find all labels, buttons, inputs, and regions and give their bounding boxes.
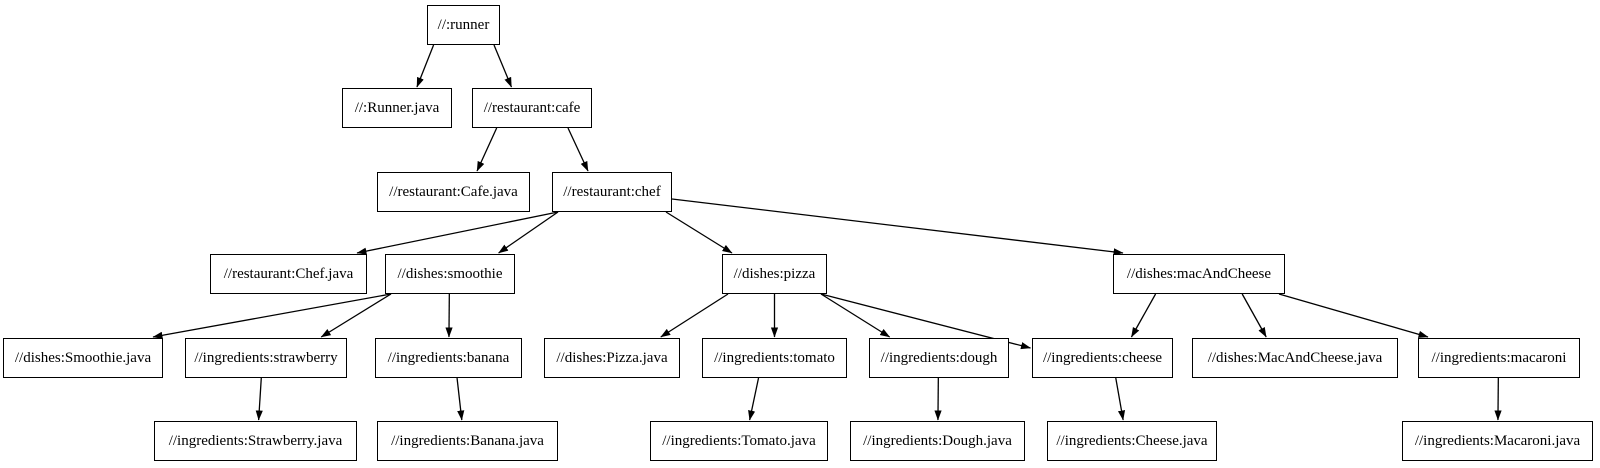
- graph-node-chef: //restaurant:chef: [552, 172, 672, 212]
- graph-node-cheese: //ingredients:cheese: [1032, 338, 1173, 378]
- edge-pizza-to-pizza-java: [660, 293, 729, 338]
- graph-node-smoothie: //dishes:smoothie: [385, 254, 515, 294]
- edge-cafe-to-cafe-java: [476, 127, 498, 172]
- graph-node-pizza-java: //dishes:Pizza.java: [544, 338, 680, 378]
- graph-node-strawberry: //ingredients:strawberry: [185, 338, 347, 378]
- graph-node-macandcheese: //dishes:macAndCheese: [1113, 254, 1285, 294]
- graph-node-chef-java: //restaurant:Chef.java: [210, 254, 367, 294]
- edge-chef-to-macandcheese: [671, 198, 1124, 256]
- edge-cafe-to-chef: [567, 127, 589, 172]
- graph-node-tomato: //ingredients:tomato: [702, 338, 847, 378]
- graph-node-dough: //ingredients:dough: [869, 338, 1009, 378]
- graph-node-pizza: //dishes:pizza: [722, 254, 827, 294]
- graph-node-cheese-java: //ingredients:Cheese.java: [1047, 421, 1217, 461]
- edge-smoothie-to-strawberry: [320, 293, 392, 338]
- edge-tomato-to-tomato-java: [748, 377, 760, 421]
- graph-node-runner-java: //:Runner.java: [342, 88, 452, 128]
- edge-banana-to-banana-java: [456, 377, 465, 421]
- edge-runner-to-cafe: [493, 44, 513, 88]
- graph-node-cafe-java: //restaurant:Cafe.java: [377, 172, 530, 212]
- graph-node-cafe: //restaurant:cafe: [472, 88, 592, 128]
- graph-node-banana: //ingredients:banana: [375, 338, 522, 378]
- edge-cheese-to-cheese-java: [1115, 377, 1126, 421]
- edge-strawberry-to-strawberry-java: [255, 377, 263, 421]
- edge-macandcheese-to-macandcheese-java: [1241, 293, 1267, 338]
- graph-node-banana-java: //ingredients:Banana.java: [377, 421, 558, 461]
- edge-chef-to-pizza: [665, 211, 733, 254]
- edge-smoothie-to-smoothie-java: [152, 293, 392, 339]
- edge-chef-to-smoothie: [498, 211, 559, 254]
- edge-macandcheese-to-macaroni: [1278, 293, 1429, 338]
- graph-node-runner: //:runner: [427, 5, 500, 45]
- graph-node-macandcheese-java: //dishes:MacAndCheese.java: [1192, 338, 1398, 378]
- edge-macandcheese-to-cheese: [1130, 293, 1157, 338]
- edge-group: [152, 44, 1502, 421]
- graph-node-tomato-java: //ingredients:Tomato.java: [650, 421, 828, 461]
- graph-node-dough-java: //ingredients:Dough.java: [850, 421, 1025, 461]
- graph-node-macaroni-java: //ingredients:Macaroni.java: [1402, 421, 1593, 461]
- edge-chef-to-chef-java: [356, 211, 559, 255]
- graph-node-macaroni: //ingredients:macaroni: [1418, 338, 1580, 378]
- graph-node-smoothie-java: //dishes:Smoothie.java: [3, 338, 163, 378]
- edge-pizza-to-dough: [820, 293, 891, 338]
- graph-node-strawberry-java: //ingredients:Strawberry.java: [154, 421, 357, 461]
- edge-runner-to-runner-java: [416, 44, 435, 88]
